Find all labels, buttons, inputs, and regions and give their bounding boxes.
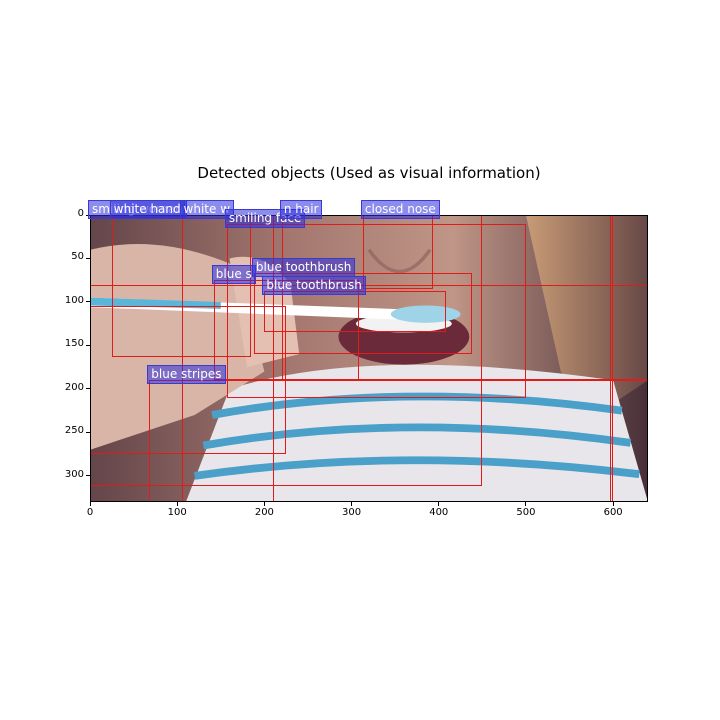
detection-box bbox=[609, 215, 614, 502]
detection-label: blue toothbrush bbox=[262, 275, 366, 295]
x-tick-mark bbox=[351, 502, 353, 506]
x-tick-mark bbox=[438, 502, 440, 506]
x-tick-mark bbox=[525, 502, 527, 506]
x-tick-label: 400 bbox=[429, 507, 449, 518]
y-tick-label: 100 bbox=[64, 294, 84, 306]
y-tick-mark bbox=[86, 475, 90, 477]
y-tick-mark bbox=[86, 301, 90, 303]
x-tick-mark bbox=[263, 502, 265, 506]
y-tick-mark bbox=[86, 388, 90, 390]
detection-label: blue stripes bbox=[147, 365, 226, 385]
y-tick-label: 250 bbox=[64, 425, 84, 437]
detection-box bbox=[226, 223, 526, 398]
x-tick-label: 600 bbox=[603, 507, 623, 518]
y-tick-label: 150 bbox=[64, 338, 84, 350]
detection-label: blue toothbrush bbox=[251, 258, 356, 278]
x-tick-mark bbox=[612, 502, 614, 506]
x-tick-mark bbox=[89, 502, 91, 506]
x-tick-mark bbox=[176, 502, 178, 506]
y-tick-mark bbox=[86, 344, 90, 346]
x-tick-label: 0 bbox=[86, 507, 94, 518]
x-tick-label: 500 bbox=[516, 507, 536, 518]
y-tick-mark bbox=[86, 257, 90, 259]
y-tick-label: 300 bbox=[64, 468, 84, 480]
detection-box bbox=[90, 284, 648, 502]
figure-title: Detected objects (Used as visual informa… bbox=[197, 164, 541, 182]
x-tick-label: 100 bbox=[167, 507, 187, 518]
y-tick-label: 0 bbox=[77, 208, 84, 219]
detection-label: closed nose bbox=[360, 200, 440, 219]
y-tick-label: 50 bbox=[71, 251, 84, 263]
image-plot-area bbox=[90, 215, 648, 502]
x-tick-label: 200 bbox=[254, 507, 274, 518]
detection-label: white hand bbox=[109, 200, 185, 219]
detection-label: n hair bbox=[279, 200, 323, 219]
y-tick-label: 200 bbox=[64, 381, 84, 393]
detection-box bbox=[253, 273, 472, 355]
x-tick-label: 300 bbox=[342, 507, 362, 518]
detection-label: blue s bbox=[211, 265, 256, 285]
y-tick-mark bbox=[86, 431, 90, 433]
